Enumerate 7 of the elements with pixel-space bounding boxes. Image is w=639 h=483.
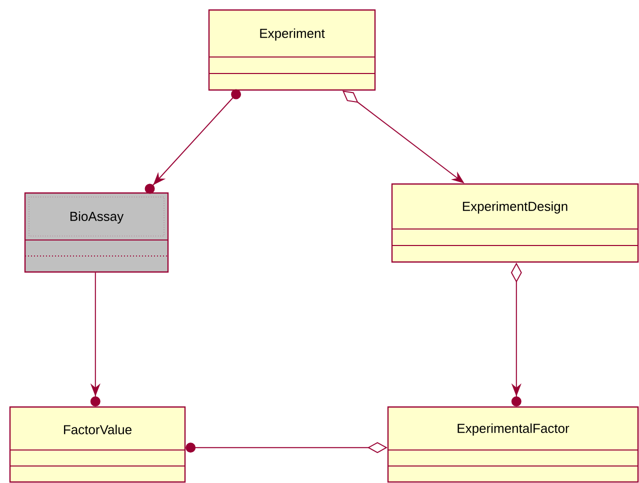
class-box: FactorValue xyxy=(9,406,186,483)
class-box: ExperimentalFactor xyxy=(387,406,639,483)
association-arrow xyxy=(144,89,242,194)
association-arrow xyxy=(90,272,100,406)
class-box: ExperimentDesign xyxy=(391,183,639,263)
class-box: Experiment xyxy=(208,9,376,91)
class-box: BioAssay xyxy=(24,192,169,273)
